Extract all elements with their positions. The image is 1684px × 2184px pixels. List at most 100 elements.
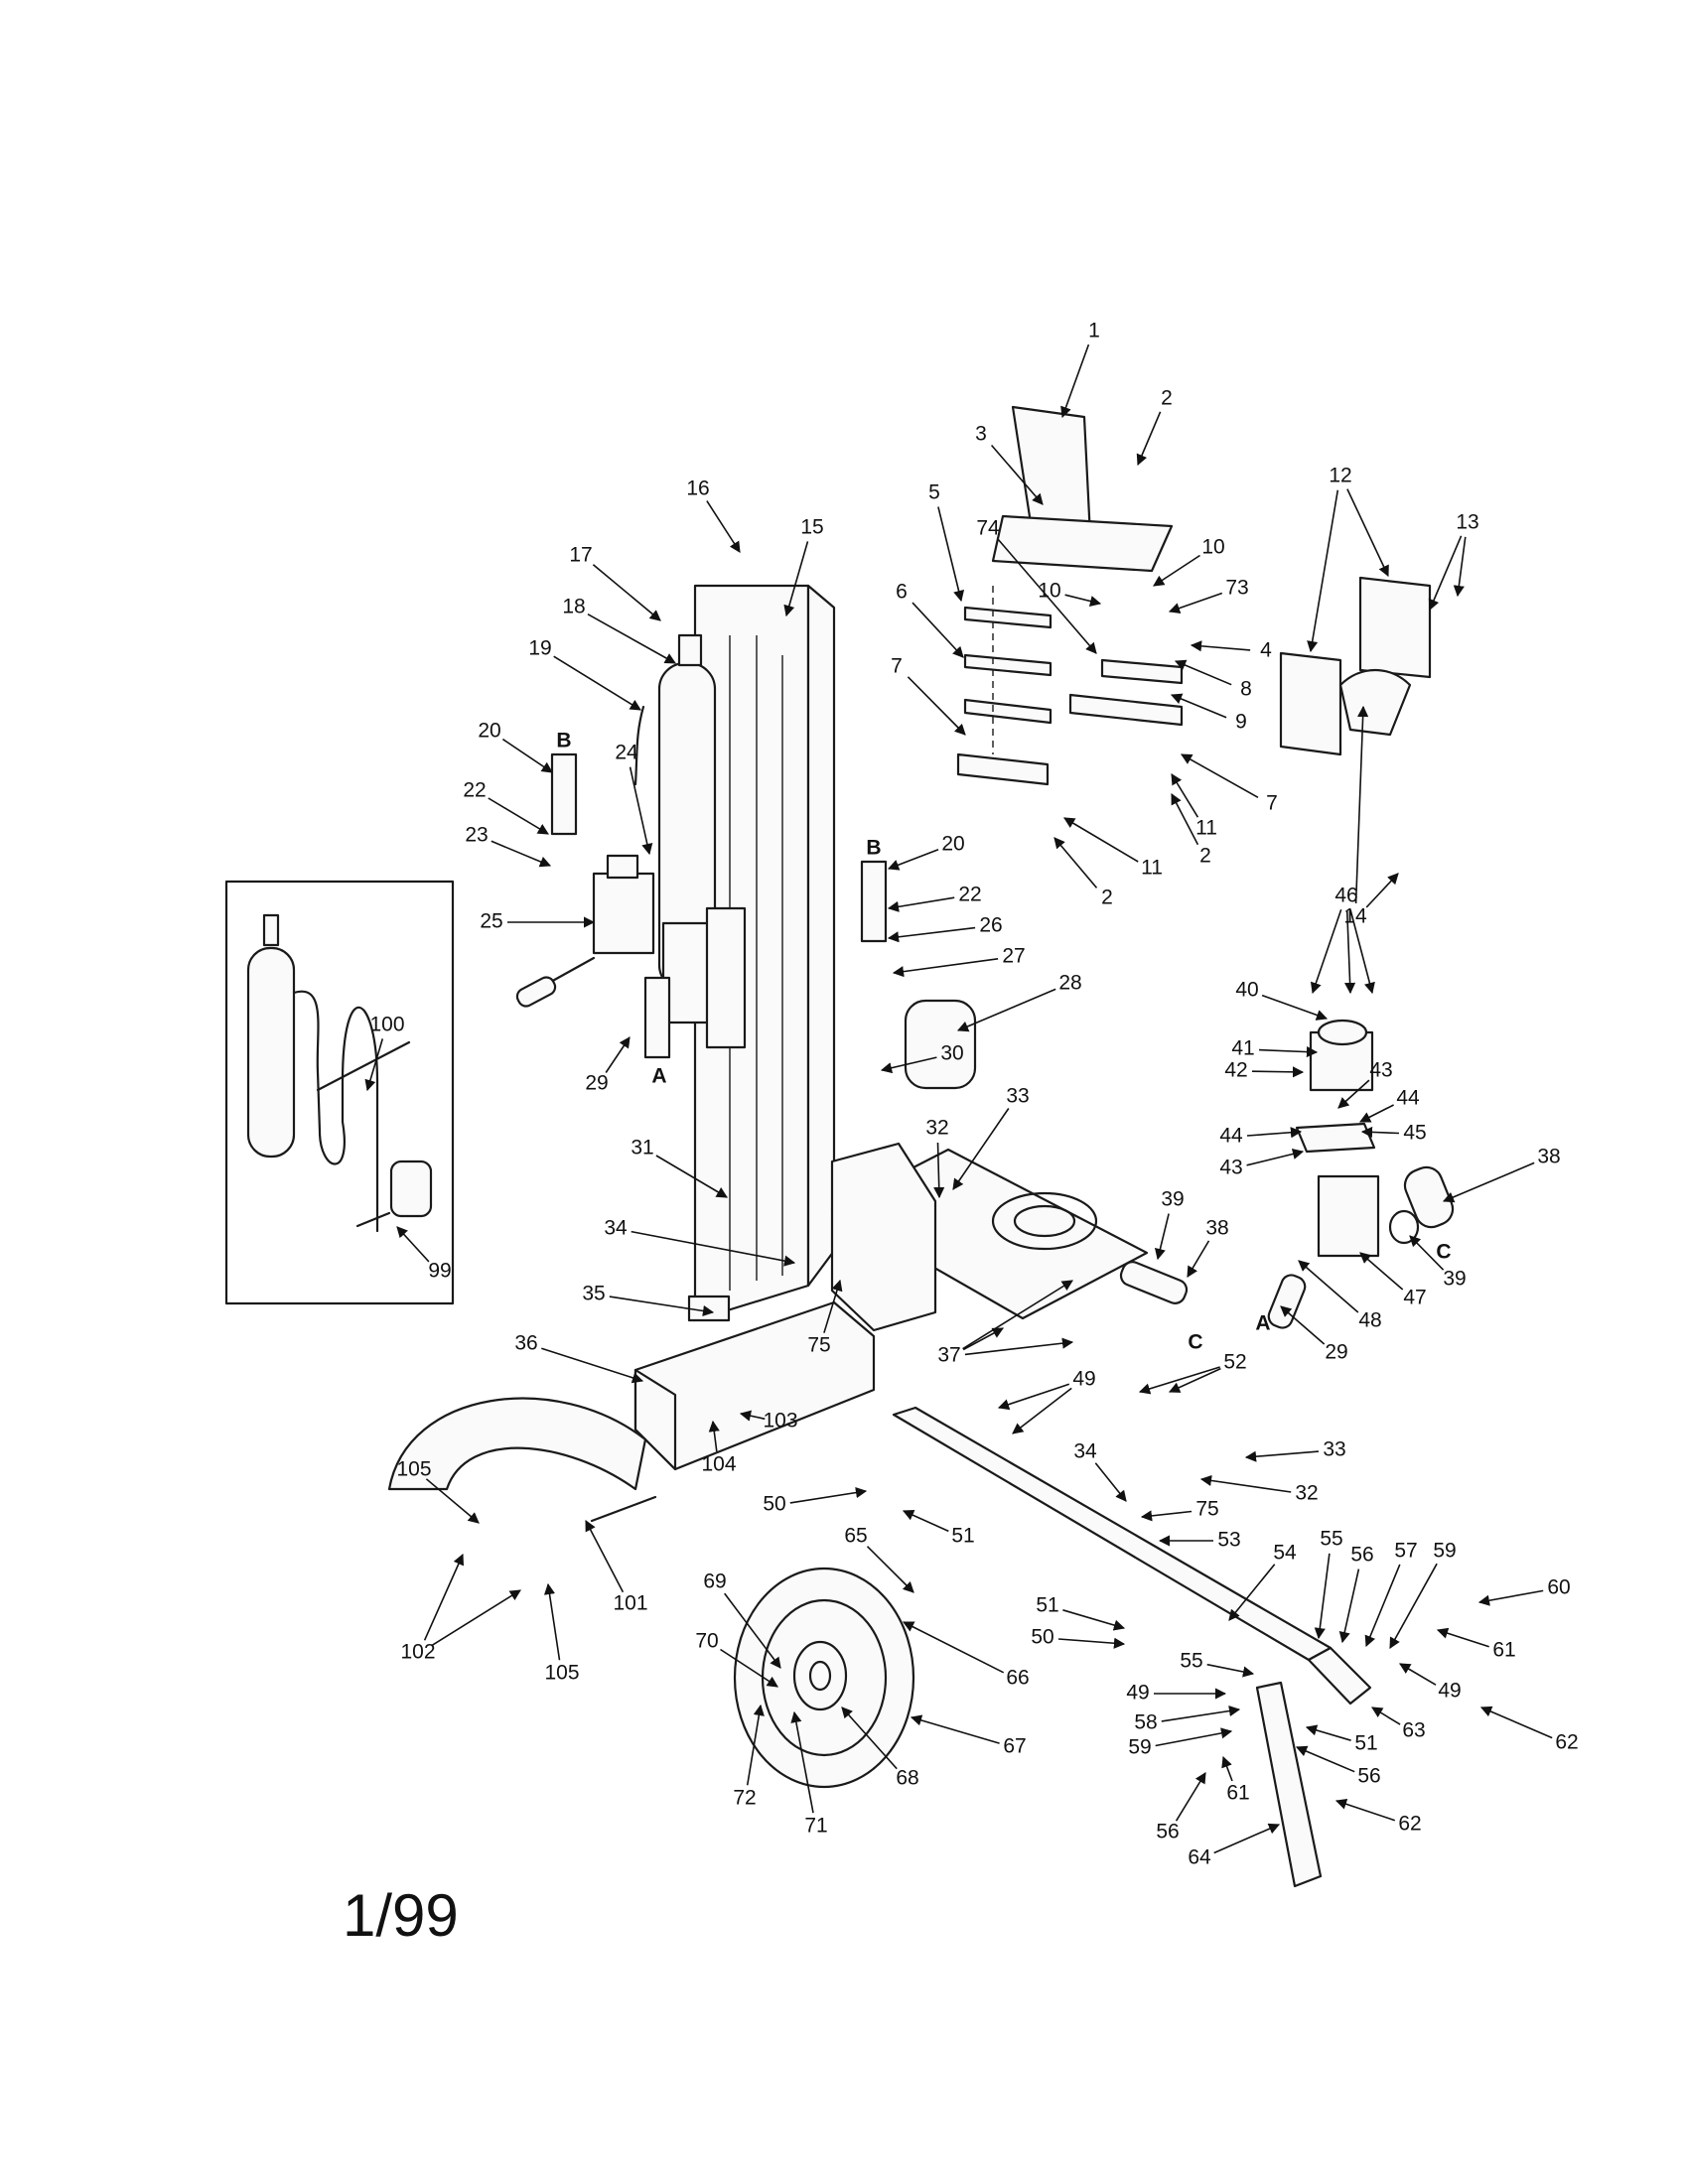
callout-leader-10 (1064, 594, 1102, 608)
callout-label-22: 22 (463, 779, 486, 802)
callout-leader-32 (1199, 1474, 1292, 1493)
inset-handle-rod (316, 1040, 411, 1092)
callout-label-44: 44 (1396, 1087, 1420, 1110)
callout-label-103: 103 (763, 1410, 797, 1433)
callout-label-56: 56 (1156, 1821, 1179, 1843)
callout-label-66: 66 (1006, 1667, 1029, 1690)
callout-leader-18 (587, 614, 676, 664)
callout-leader-2 (1171, 793, 1199, 846)
callout-leader-37 (962, 1327, 1004, 1351)
callout-label-44: 44 (1219, 1125, 1243, 1148)
callout-label-33: 33 (1006, 1085, 1029, 1108)
fender (387, 1397, 647, 1491)
callout-leader-59 (1389, 1563, 1438, 1649)
callout-label-70: 70 (695, 1630, 718, 1653)
callout-label-35: 35 (582, 1283, 605, 1305)
callout-label-49: 49 (1126, 1682, 1149, 1705)
callout-leader-55 (1314, 1553, 1331, 1640)
inset-hose-assembly (224, 880, 455, 1305)
callout-leader-49 (1012, 1387, 1072, 1434)
callout-leader-12 (1307, 489, 1339, 653)
wheel (733, 1567, 915, 1789)
connector-label-A: A (1255, 1312, 1270, 1335)
callout-label-34: 34 (1073, 1440, 1097, 1463)
callout-leader-11 (1063, 817, 1139, 863)
callout-leader-67 (910, 1714, 1000, 1744)
callout-label-3: 3 (975, 423, 987, 446)
callout-label-39: 39 (1161, 1188, 1184, 1211)
callout-label-75: 75 (807, 1334, 830, 1357)
inset-filter (389, 1160, 433, 1218)
callout-leader-14 (1365, 873, 1399, 908)
hydraulic-tank (633, 1295, 876, 1471)
callout-leader-70 (720, 1648, 778, 1688)
control-valve (515, 854, 655, 1008)
callout-label-13: 13 (1456, 511, 1478, 534)
callout-label-22: 22 (958, 884, 981, 906)
callout-leader-47 (1359, 1252, 1404, 1291)
callout-leader-52 (1138, 1366, 1220, 1395)
callout-leader-71 (790, 1710, 814, 1814)
callout-label-36: 36 (514, 1332, 537, 1355)
callout-leader-39 (1154, 1213, 1170, 1261)
callout-label-32: 32 (1295, 1482, 1318, 1505)
callout-label-56: 56 (1350, 1544, 1373, 1567)
callout-leader-60 (1477, 1589, 1544, 1606)
callout-label-11: 11 (1195, 817, 1217, 840)
callout-label-46: 46 (1334, 885, 1357, 907)
callout-label-18: 18 (562, 596, 585, 618)
callout-leader-19 (553, 655, 641, 711)
callout-leader-9 (1170, 693, 1227, 719)
callout-label-68: 68 (896, 1767, 918, 1790)
callout-label-20: 20 (478, 720, 500, 743)
callout-leader-64 (1213, 1823, 1281, 1854)
callout-leader-61 (1436, 1627, 1489, 1648)
callout-label-104: 104 (701, 1453, 736, 1476)
callout-label-49: 49 (1072, 1368, 1095, 1391)
callout-label-6: 6 (896, 581, 908, 604)
callout-leader-26 (887, 926, 976, 943)
callout-leader-14 (1354, 705, 1369, 904)
callout-leader-56 (1338, 1569, 1360, 1644)
callout-label-1: 1 (1088, 320, 1100, 342)
callout-leader-36 (541, 1347, 644, 1384)
callout-leader-38 (1187, 1240, 1210, 1278)
callout-leader-6 (912, 602, 964, 658)
callout-label-51: 51 (1036, 1594, 1058, 1617)
callout-leader-29 (1280, 1305, 1326, 1345)
callout-leader-74 (997, 539, 1097, 654)
inset-hose (292, 990, 379, 1233)
callout-leader-50 (1057, 1637, 1126, 1649)
callout-label-34: 34 (604, 1217, 628, 1240)
callout-leader-31 (655, 1155, 728, 1198)
callout-leader-38 (1442, 1161, 1535, 1203)
callout-label-8: 8 (1240, 678, 1252, 701)
callout-label-25: 25 (480, 910, 502, 933)
callout-label-72: 72 (733, 1787, 756, 1810)
callout-label-59: 59 (1433, 1540, 1456, 1563)
callout-leader-39 (1409, 1235, 1445, 1271)
callout-label-65: 65 (844, 1525, 867, 1548)
wedge-slide (661, 906, 747, 1049)
callout-leader-17 (592, 564, 661, 621)
callout-label-62: 62 (1555, 1731, 1578, 1754)
connector-label-B: B (866, 837, 881, 860)
callout-label-39: 39 (1443, 1268, 1466, 1291)
callout-leader-22 (887, 896, 955, 912)
cylinder-hose (633, 705, 645, 786)
callout-leader-57 (1364, 1564, 1401, 1648)
callout-leader-33 (952, 1108, 1010, 1190)
callout-label-17: 17 (569, 544, 592, 567)
callout-leader-68 (841, 1706, 898, 1770)
tow-tongue (892, 1406, 1372, 1888)
callout-label-67: 67 (1003, 1735, 1026, 1758)
callout-label-2: 2 (1101, 887, 1113, 909)
callout-label-101: 101 (613, 1592, 647, 1615)
callout-label-105: 105 (396, 1458, 431, 1481)
callout-label-100: 100 (369, 1014, 404, 1036)
callout-label-31: 31 (631, 1137, 653, 1160)
callout-label-2: 2 (1199, 845, 1211, 868)
callout-leader-61 (1221, 1755, 1233, 1782)
